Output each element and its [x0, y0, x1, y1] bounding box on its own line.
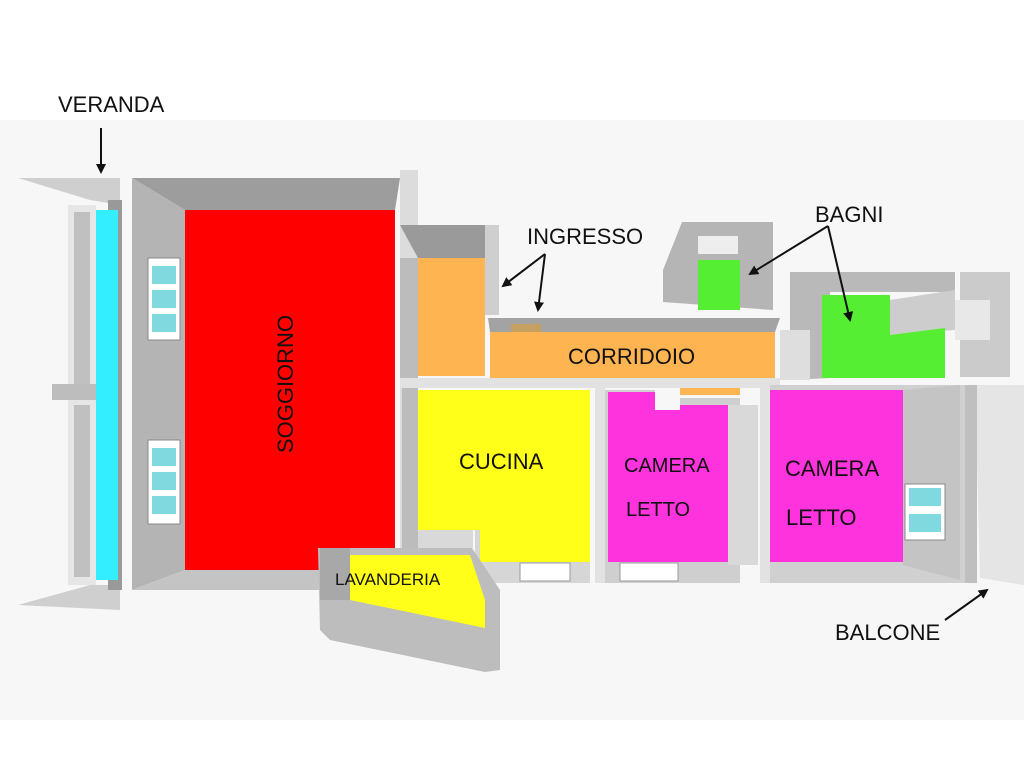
label-bagni: BAGNI [815, 202, 884, 227]
label-veranda: VERANDA [58, 92, 165, 117]
ingresso-arrow-1 [501, 253, 546, 288]
ingresso-arrow-2 [534, 253, 546, 312]
label-ingresso: INGRESSO [527, 224, 644, 249]
ingresso-walls [400, 225, 499, 378]
room-lavanderia [350, 555, 485, 628]
corridoio-walls [488, 318, 780, 332]
label-camera-1-line1: CAMERA [624, 455, 710, 477]
balcone-arrow [944, 588, 989, 621]
label-lavanderia: LAVANDERIA [335, 570, 441, 589]
bagni-arrow-2 [827, 225, 854, 322]
interior-walls [400, 378, 780, 583]
balcone-structure [965, 385, 1024, 585]
room-veranda [96, 210, 118, 580]
label-camera-2-line2: LETTO [786, 505, 857, 530]
label-camera-2-line1: CAMERA [785, 456, 880, 481]
room-camera-1 [608, 392, 728, 562]
bagni-arrow-1 [748, 225, 829, 276]
room-bagno-1 [698, 260, 740, 310]
room-camera-2 [770, 390, 903, 562]
label-corridoio: CORRIDOIO [568, 344, 696, 369]
label-camera-1-line2: LETTO [626, 499, 691, 521]
room-soggiorno [185, 210, 395, 570]
label-cucina: CUCINA [459, 449, 544, 474]
label-soggiorno: SOGGIORNO [273, 314, 298, 454]
label-balcone: BALCONE [835, 620, 941, 645]
room-ingresso [418, 258, 485, 376]
room-cucina [418, 390, 590, 562]
